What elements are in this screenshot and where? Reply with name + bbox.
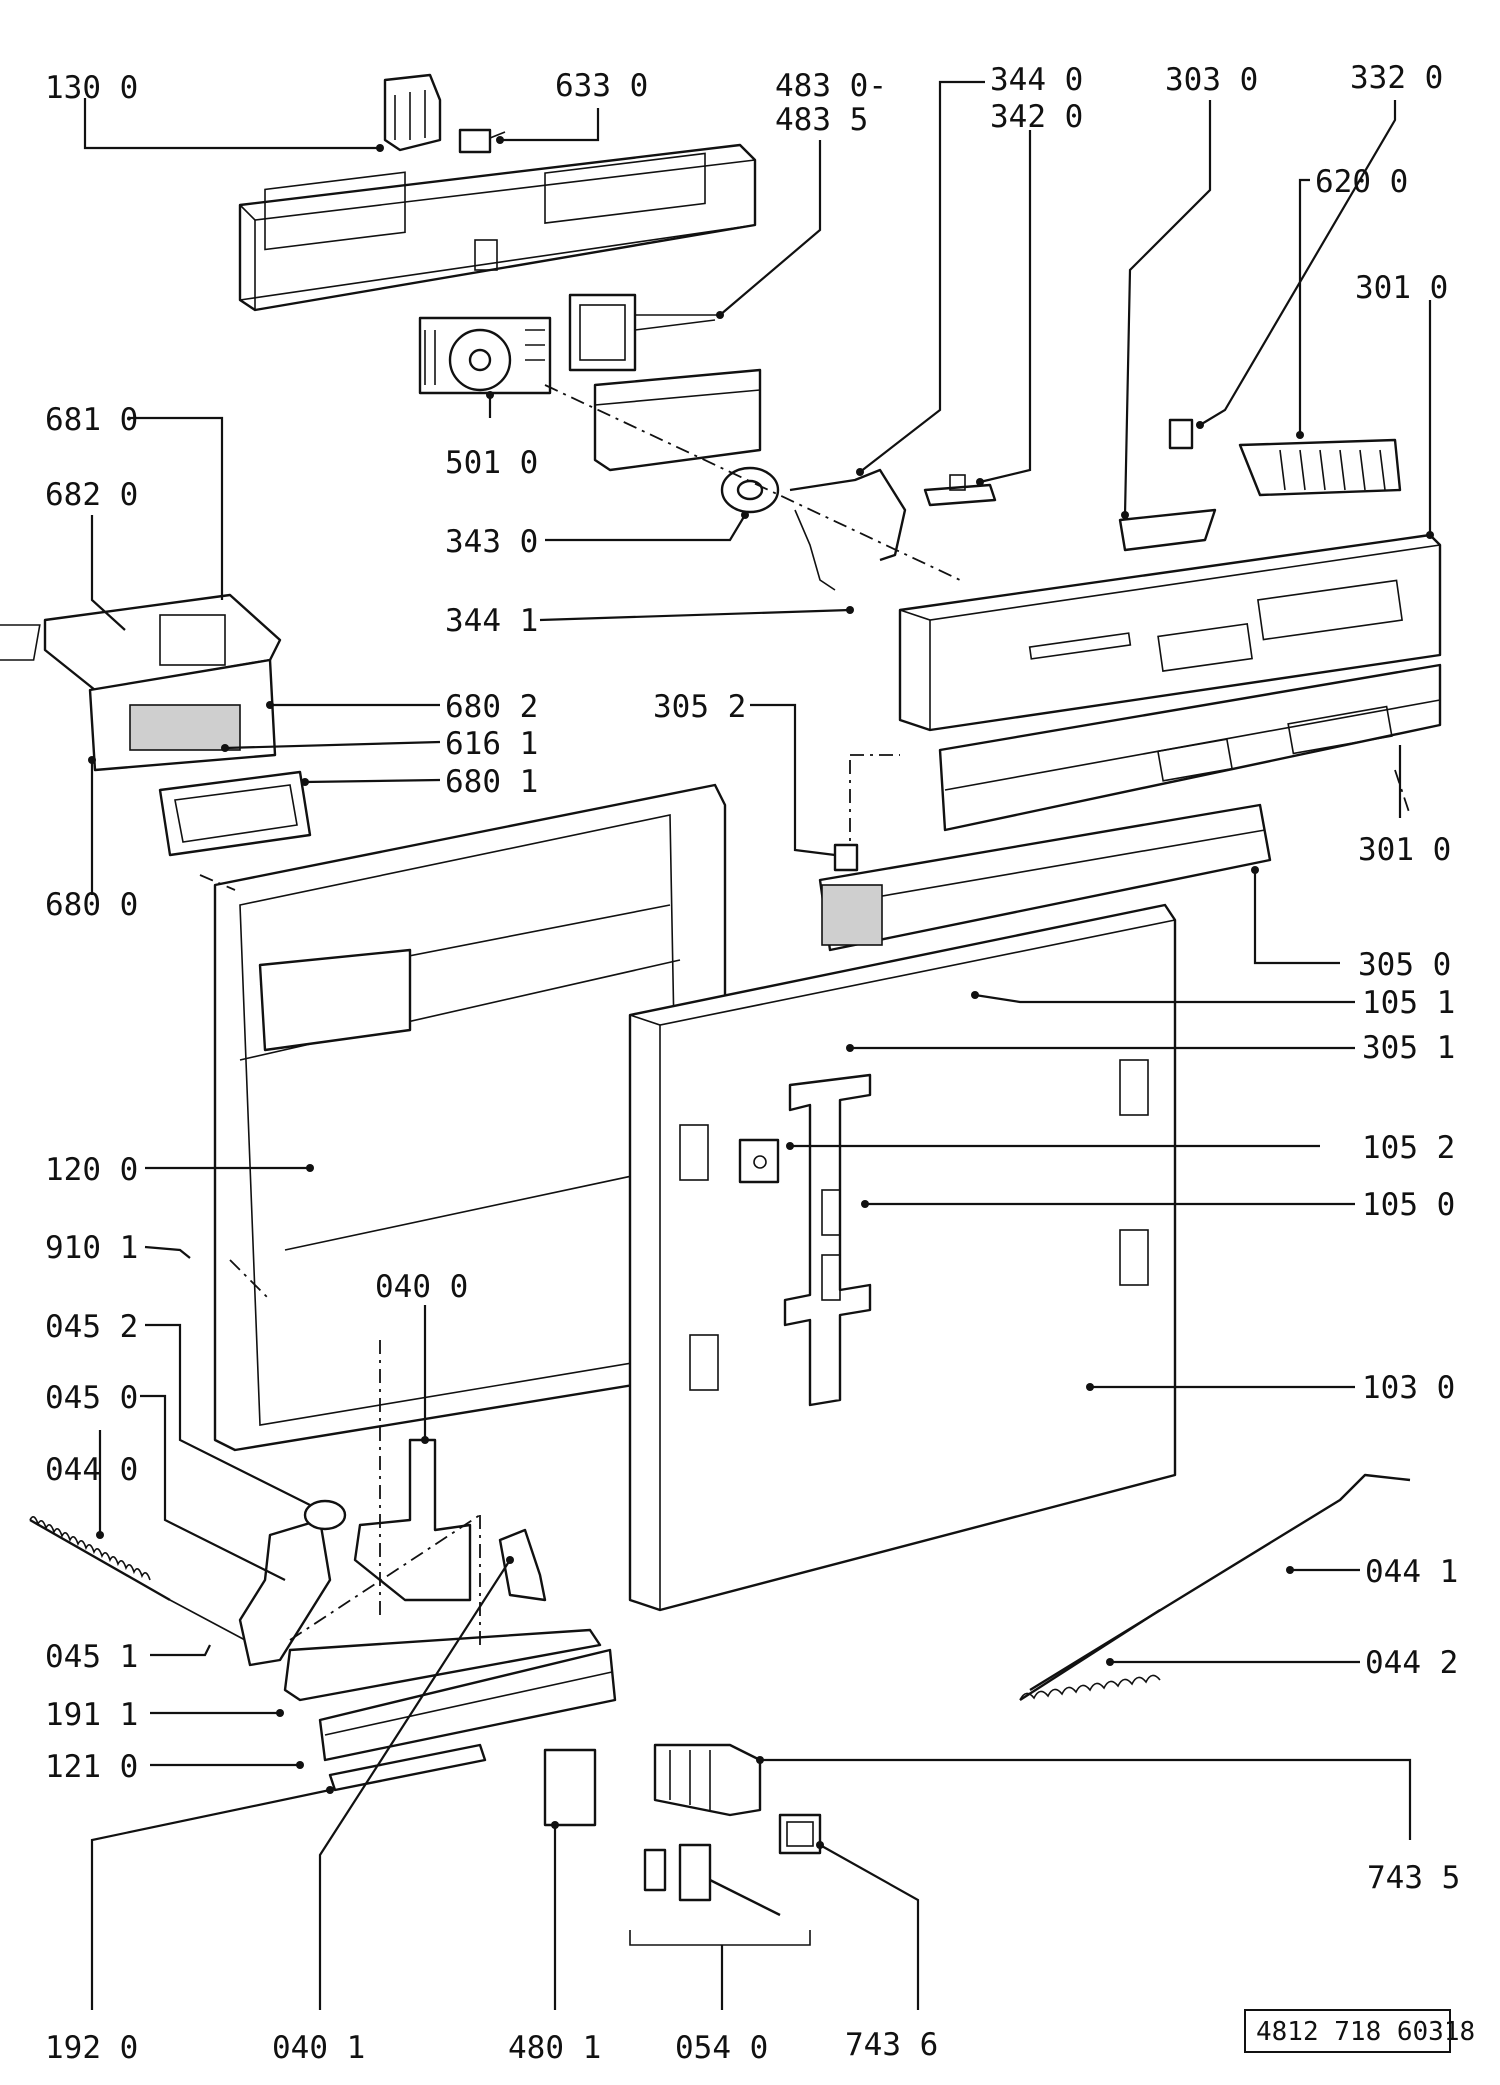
part-label: 620 0 — [1315, 164, 1408, 200]
part-label: 682 0 — [45, 477, 138, 513]
assembly-lines — [199, 384, 1411, 1650]
spring-rod-part-044-right — [1019, 1473, 1411, 1702]
part-label: 633 0 — [555, 68, 648, 104]
part-label: 343 0 — [445, 524, 538, 560]
part-label: 103 0 — [1362, 1370, 1455, 1406]
block-part-332 — [1168, 418, 1194, 450]
box-part-743-6 — [778, 1813, 822, 1855]
hinge-bracket-part-040 — [353, 1438, 472, 1602]
hinge-arm-part-045 — [238, 1499, 347, 1667]
clip-part-130 — [383, 73, 442, 152]
part-label: 105 2 — [1362, 1130, 1455, 1166]
part-label: 040 1 — [272, 2030, 365, 2066]
part-label: 743 5 — [1367, 1860, 1460, 1896]
control-panel-lower-part-301 — [938, 663, 1442, 832]
part-label: 483 5 — [775, 102, 868, 138]
part-label: 344 0 — [990, 62, 1083, 98]
hinge-cover-part-040-1 — [498, 1528, 547, 1602]
plinth-strip-part-121 — [318, 1648, 617, 1762]
part-label: 305 2 — [653, 689, 746, 725]
leader-lines — [83, 80, 1432, 2010]
pin-part-305-2 — [833, 843, 859, 872]
part-label: 105 1 — [1362, 985, 1455, 1021]
bracket-part-105-2 — [738, 1138, 780, 1184]
bar-part-303 — [1118, 508, 1217, 552]
part-label: 344 1 — [445, 603, 538, 639]
reference-number: 4812 718 60318 — [1256, 2017, 1475, 2047]
timer-bracket-part — [593, 368, 762, 472]
hinge-plate-part-105 — [783, 1073, 872, 1407]
switch-bank-part-620 — [1238, 438, 1402, 497]
part-label: 501 0 — [445, 445, 538, 481]
top-bracket-part — [238, 143, 757, 312]
ring-part-343 — [720, 466, 780, 514]
bracket-part-342 — [923, 474, 997, 507]
rail-part-305 — [818, 803, 1272, 952]
part-labels: 130 0 633 0 483 0- 483 5 344 0 342 0 303… — [45, 60, 1460, 2066]
part-label: 342 0 — [990, 99, 1083, 135]
control-module-part-681 — [0, 593, 282, 772]
part-label: 054 0 — [675, 2030, 768, 2066]
part-label: 192 0 — [45, 2030, 138, 2066]
part-label: 303 0 — [1165, 62, 1258, 98]
part-label: 040 0 — [375, 1269, 468, 1305]
lock-part-054 — [629, 1843, 811, 1946]
part-label: 616 1 — [445, 726, 538, 762]
timer-part-501 — [418, 316, 552, 395]
part-label: 480 1 — [508, 2030, 601, 2066]
cartridge-part-743-5 — [653, 1743, 762, 1817]
gasket-part-680 — [158, 770, 312, 857]
part-label: 305 0 — [1358, 947, 1451, 983]
reference-box: 4812 718 60318 — [1244, 2009, 1475, 2053]
part-label: 483 0- — [775, 68, 887, 104]
spring-part-044-left — [29, 1516, 246, 1641]
part-label: 680 0 — [45, 887, 138, 923]
part-label: 301 0 — [1355, 270, 1448, 306]
part-label: 743 6 — [845, 2027, 938, 2063]
part-label: 681 0 — [45, 402, 138, 438]
part-label: 045 2 — [45, 1309, 138, 1345]
part-label: 045 0 — [45, 1380, 138, 1416]
part-label: 191 1 — [45, 1697, 138, 1733]
part-label: 044 2 — [1365, 1645, 1458, 1681]
lever-part-344 — [789, 468, 907, 591]
part-label: 045 1 — [45, 1639, 138, 1675]
part-label: 305 1 — [1362, 1030, 1455, 1066]
part-label: 680 2 — [445, 689, 538, 725]
connector-part-483 — [568, 293, 720, 372]
part-label: 120 0 — [45, 1152, 138, 1188]
leader-dots — [88, 136, 1434, 1849]
plate-part-480 — [543, 1748, 597, 1827]
part-label: 910 1 — [45, 1230, 138, 1266]
switch-part-633 — [458, 128, 506, 154]
part-label: 105 0 — [1362, 1187, 1455, 1223]
part-label: 044 1 — [1365, 1554, 1458, 1590]
part-label: 044 0 — [45, 1452, 138, 1488]
part-label: 680 1 — [445, 764, 538, 800]
part-label: 332 0 — [1350, 60, 1443, 96]
part-label: 301 0 — [1358, 832, 1451, 868]
outer-door-panel-part-103 — [628, 903, 1177, 1612]
part-label: 130 0 — [45, 70, 138, 106]
part-label: 121 0 — [45, 1749, 138, 1785]
